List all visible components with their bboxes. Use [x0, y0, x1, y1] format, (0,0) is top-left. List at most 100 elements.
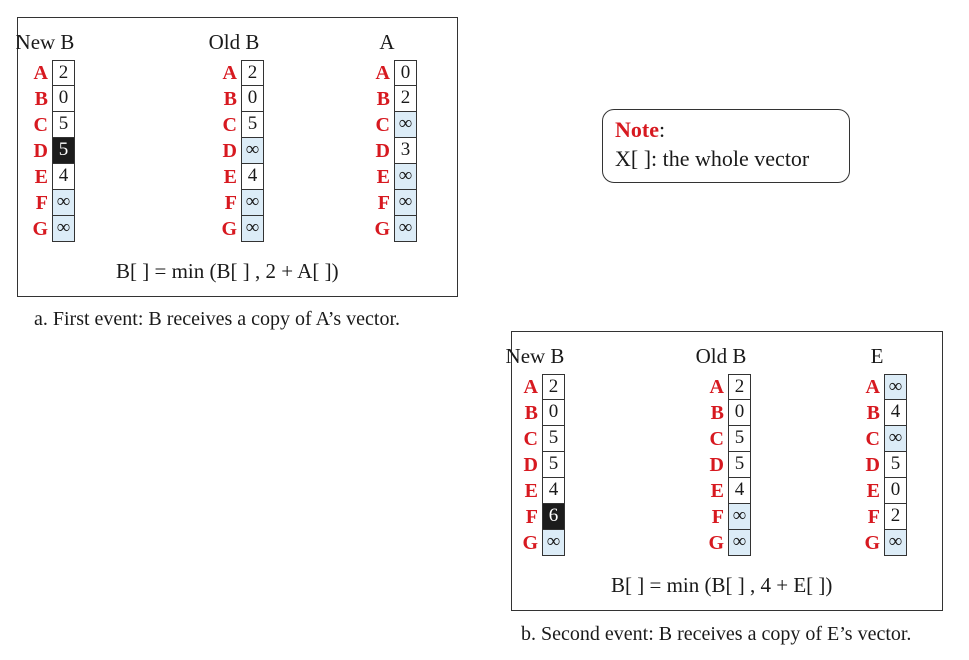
row-label: D	[33, 140, 48, 162]
vector-cell: 2	[542, 374, 565, 400]
updated-cell: 5	[52, 138, 75, 164]
row-label: B	[866, 402, 880, 424]
vector-cell: ∞	[884, 530, 907, 556]
row-label: E	[866, 480, 880, 502]
vector-cell: 5	[542, 452, 565, 478]
row-label: F	[867, 506, 880, 528]
row-label: C	[33, 114, 48, 136]
vector-title: A	[379, 30, 395, 54]
vector-cell: 4	[241, 164, 264, 190]
vector-cell: 2	[241, 60, 264, 86]
row-label: C	[865, 428, 880, 450]
vector-cell: 4	[52, 164, 75, 190]
vector-cell: 2	[884, 504, 907, 530]
row-label: E	[34, 166, 48, 188]
vector-cell: ∞	[728, 530, 751, 556]
vector-title: New B	[15, 30, 75, 54]
vector-title: Old B	[208, 30, 260, 54]
vector-cell: 2	[52, 60, 75, 86]
note-colon: :	[658, 117, 666, 142]
vector-cell: ∞	[241, 190, 264, 216]
vector-cell: ∞	[394, 190, 417, 216]
vector-cell: ∞	[394, 112, 417, 138]
row-label: B	[223, 88, 237, 110]
note-text: X[ ]: the whole vector	[615, 146, 810, 171]
row-label: F	[377, 192, 390, 214]
row-label: A	[375, 62, 390, 84]
vector-cell: 5	[241, 112, 264, 138]
row-label: B	[34, 88, 48, 110]
vector-cell: ∞	[884, 374, 907, 400]
row-label: G	[32, 218, 48, 240]
row-label: A	[709, 376, 724, 398]
row-label: A	[222, 62, 237, 84]
vector-cell: 0	[394, 60, 417, 86]
row-label: G	[374, 218, 390, 240]
caption-second-event: b. Second event: B receives a copy of E’…	[521, 623, 912, 645]
row-label: B	[710, 402, 724, 424]
row-label: B	[524, 402, 538, 424]
vector-cell: 4	[728, 478, 751, 504]
row-label: D	[222, 140, 237, 162]
vector-cell: 0	[241, 86, 264, 112]
vector-cell: 0	[728, 400, 751, 426]
vector-cell: ∞	[542, 530, 565, 556]
vector-cell: 0	[884, 478, 907, 504]
vector-cell: 0	[542, 400, 565, 426]
vector-cell: 3	[394, 138, 417, 164]
panel-first-event	[17, 17, 458, 297]
vector-cell: 2	[394, 86, 417, 112]
vector-cell: 4	[884, 400, 907, 426]
row-label: D	[375, 140, 390, 162]
vector-cell: ∞	[52, 216, 75, 242]
row-label: F	[525, 506, 538, 528]
vector-cell: 5	[52, 112, 75, 138]
vector-cell: 5	[728, 452, 751, 478]
formula-second-event: B[ ] = min (B[ ] , 4 + E[ ])	[611, 573, 833, 597]
row-label: E	[376, 166, 390, 188]
panel-second-event	[511, 331, 943, 611]
note-box: Note: X[ ]: the whole vector	[602, 109, 850, 183]
row-label: C	[222, 114, 237, 136]
row-label: C	[709, 428, 724, 450]
vector-title: Old B	[695, 344, 747, 368]
vector-cell: 5	[542, 426, 565, 452]
row-label: F	[224, 192, 237, 214]
vector-cell: ∞	[884, 426, 907, 452]
vector-cell: ∞	[728, 504, 751, 530]
vector-cell: 5	[884, 452, 907, 478]
formula-first-event: B[ ] = min (B[ ] , 2 + A[ ])	[116, 259, 339, 283]
row-label: D	[865, 454, 880, 476]
vector-cell: ∞	[241, 216, 264, 242]
vector-cell: ∞	[52, 190, 75, 216]
vector-cell: ∞	[394, 216, 417, 242]
row-label: C	[375, 114, 390, 136]
row-label: G	[708, 532, 724, 554]
row-label: D	[709, 454, 724, 476]
row-label: F	[711, 506, 724, 528]
row-label: B	[376, 88, 390, 110]
vector-cell: 2	[728, 374, 751, 400]
updated-cell: 6	[542, 504, 565, 530]
note-title: Note	[615, 117, 659, 142]
row-label: A	[865, 376, 880, 398]
vector-cell: 4	[542, 478, 565, 504]
row-label: C	[523, 428, 538, 450]
vector-title: New B	[505, 344, 565, 368]
vector-cell: 0	[52, 86, 75, 112]
row-label: A	[523, 376, 538, 398]
row-label: A	[33, 62, 48, 84]
row-label: E	[710, 480, 724, 502]
row-label: F	[35, 192, 48, 214]
vector-cell: 5	[728, 426, 751, 452]
row-label: G	[221, 218, 237, 240]
vector-title: E	[870, 344, 884, 368]
row-label: G	[522, 532, 538, 554]
row-label: D	[523, 454, 538, 476]
vector-cell: ∞	[241, 138, 264, 164]
vector-cell: ∞	[394, 164, 417, 190]
caption-first-event: a. First event: B receives a copy of A’s…	[34, 308, 401, 330]
row-label: E	[223, 166, 237, 188]
row-label: E	[524, 480, 538, 502]
row-label: G	[864, 532, 880, 554]
